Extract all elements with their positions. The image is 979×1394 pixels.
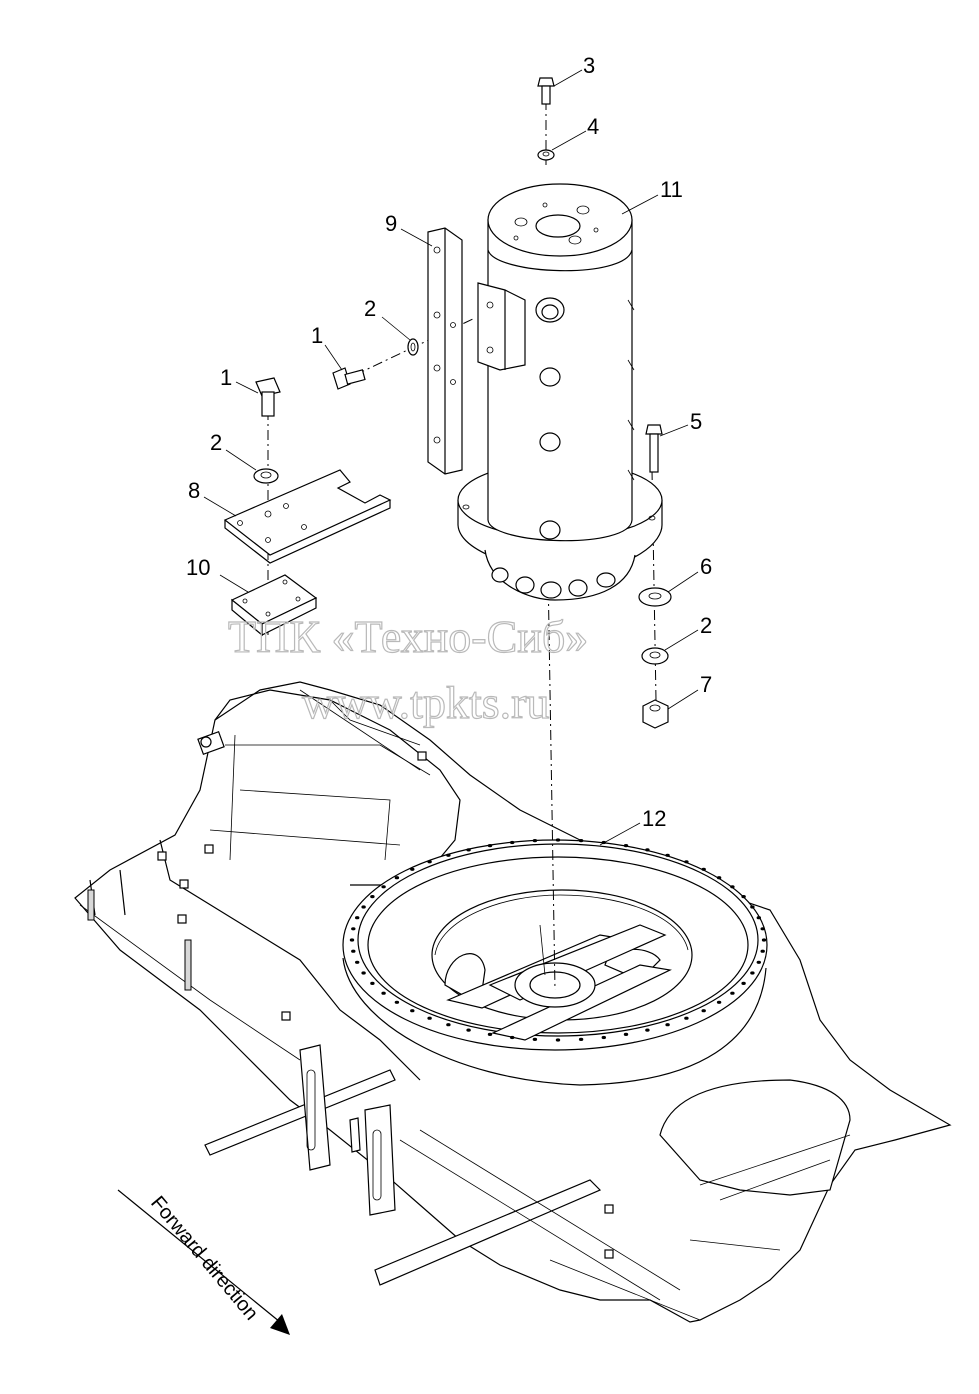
callout-6: 6 [700, 554, 712, 579]
callout-5: 5 [690, 409, 702, 434]
ring-bolt-hole [510, 840, 515, 845]
ring-bolt-hole [760, 949, 765, 953]
callout-1-horizontal-bolt: 1 [311, 323, 323, 348]
ring-bolt-hole [684, 860, 689, 864]
ring-bolt-hole [361, 971, 366, 975]
ring-bolt-hole [761, 938, 767, 942]
callout-labels: 3 4 11 9 2 1 1 2 8 5 10 6 2 7 12 [186, 53, 712, 831]
ring-bolt-hole [741, 981, 746, 986]
callout-1-vertical-bolt: 1 [220, 365, 232, 390]
forward-direction-label: Forward direction [146, 1192, 262, 1325]
ring-bolt-hole [446, 853, 451, 857]
ring-bolt-hole [623, 1032, 629, 1036]
ring-bolt-hole [351, 927, 356, 931]
ring-bolt-hole [381, 991, 386, 995]
callout-10: 10 [186, 555, 210, 580]
vertical-mounting-plate [427, 227, 463, 475]
ring-bolt-hole [623, 844, 629, 848]
ring-bolt-hole [446, 1023, 451, 1027]
watermark: ТПК «Техно-Сиб» www.tpkts.ru [227, 610, 588, 728]
forward-direction-indicator: Forward direction [117, 1189, 290, 1335]
ring-bolt-hole [410, 1009, 415, 1013]
washer-top [537, 149, 555, 161]
callout-3: 3 [583, 53, 595, 78]
ring-bolt-hole [730, 885, 735, 889]
ring-bolt-hole [601, 1035, 606, 1040]
ring-bolt-hole [370, 895, 375, 899]
ring-bolt-hole [756, 916, 761, 920]
washer-left [253, 468, 279, 484]
callout-2-washer-left: 2 [210, 430, 222, 455]
center-swivel-housing [457, 183, 663, 601]
slewing-ring [342, 839, 768, 1086]
ring-bolt-hole [355, 916, 360, 920]
ring-bolt-hole [487, 1032, 493, 1036]
bolt-horizontal [332, 367, 366, 390]
ring-bolt-hole [361, 905, 366, 909]
ring-bolt-hole [427, 1016, 432, 1020]
ring-bolt-hole [578, 1037, 584, 1041]
ring-bolt-hole [701, 867, 706, 871]
ring-bolt-hole [716, 876, 722, 880]
ring-bolt-hole [349, 938, 355, 942]
ring-bolt-hole [351, 949, 356, 953]
callout-12: 12 [642, 806, 666, 831]
callout-8: 8 [188, 478, 200, 503]
ring-bolt-hole [578, 839, 584, 843]
ring-bolt-hole [741, 895, 746, 899]
ring-bolt-hole [730, 991, 735, 995]
ring-bolt-hole [750, 905, 755, 909]
spacer-pad [230, 574, 318, 637]
callout-2-washer-plate: 2 [364, 296, 376, 321]
callout-11: 11 [660, 177, 683, 202]
ring-bolt-hole [760, 927, 765, 931]
horizontal-plate [223, 469, 392, 564]
ring-bolt-hole [487, 844, 493, 848]
ring-bolt-hole [665, 1023, 670, 1027]
ring-bolt-hole [532, 1037, 538, 1041]
ring-bolt-hole [716, 1000, 722, 1004]
leader-lines [203, 69, 699, 846]
ring-bolt-hole [665, 853, 670, 857]
ring-bolt-hole [381, 885, 386, 889]
callout-9: 9 [385, 211, 397, 236]
bolt-top [537, 77, 555, 105]
ring-bolt-hole [370, 981, 375, 986]
ring-bolt-hole [410, 867, 415, 871]
bolt-left [255, 377, 281, 417]
callout-4: 4 [587, 114, 599, 139]
ring-bolt-hole [394, 876, 400, 880]
washer-plate [407, 338, 419, 356]
ring-bolt-hole [645, 1028, 650, 1032]
bolt-right [645, 424, 663, 473]
ring-bolt-hole [394, 1000, 400, 1004]
watermark-url: www.tpkts.ru [302, 677, 549, 728]
ring-bolt-hole [555, 1038, 561, 1042]
ring-bolt-hole [510, 1035, 515, 1040]
ring-bolt-hole [466, 1028, 471, 1032]
callout-7: 7 [700, 672, 712, 697]
ring-bolt-hole [355, 960, 360, 964]
ring-bolt-hole [645, 848, 650, 852]
nut [642, 699, 669, 729]
watermark-company: ТПК «Техно-Сиб» [228, 611, 588, 662]
washer-large [638, 587, 672, 607]
ring-bolt-hole [555, 838, 561, 842]
ring-bolt-hole [532, 839, 538, 843]
washer-spring [641, 647, 669, 665]
ring-bolt-hole [701, 1009, 706, 1013]
ring-bolt-hole [427, 860, 432, 864]
ring-bolt-holes [349, 838, 767, 1042]
ring-bolt-hole [756, 960, 761, 964]
arrowhead-icon [270, 1314, 290, 1335]
ring-bolt-hole [684, 1016, 689, 1020]
ring-bolt-hole [750, 971, 755, 975]
ring-bolt-hole [466, 848, 471, 852]
callout-2-washer-spring: 2 [700, 613, 712, 638]
